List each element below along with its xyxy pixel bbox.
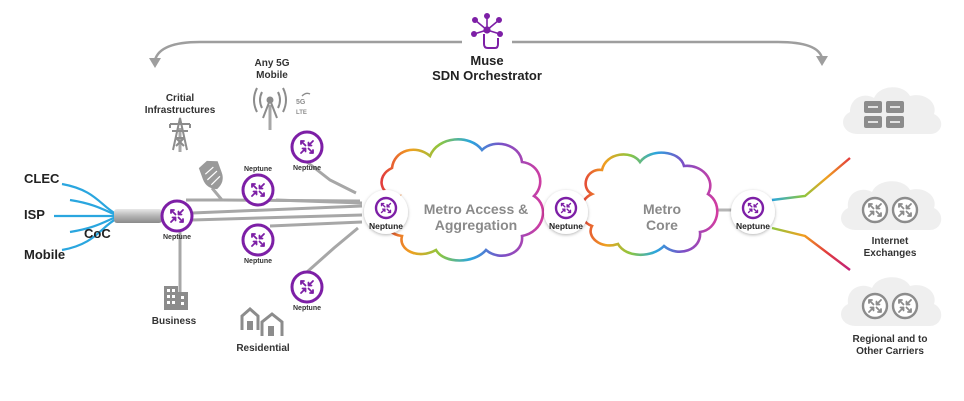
metro-access-line1: Metro Access &	[423, 201, 529, 217]
orchestrator-title: Muse SDN Orchestrator	[431, 53, 543, 84]
power-tower-icon	[169, 117, 191, 151]
server-icon	[864, 101, 904, 128]
neptune-router-node	[290, 130, 324, 164]
source-coc: CoC	[84, 226, 111, 241]
metro-access-label: Metro Access & Aggregation	[414, 201, 538, 233]
metro-core-line1: Metro	[642, 201, 682, 217]
orchestrator-subtitle: SDN Orchestrator	[432, 67, 542, 83]
fiber-conduit	[114, 209, 162, 223]
critical-infrastructure-label: Critial Infrastructures	[130, 93, 230, 116]
internet-exchanges-label: Internet Exchanges	[850, 236, 930, 259]
regional-carriers-label: Regional and to Other Carriers	[836, 334, 944, 357]
neptune-hub-aggregation	[544, 190, 588, 234]
orchestrator-arrow	[149, 40, 828, 68]
regional-carrier-cloud	[841, 277, 942, 326]
neptune-hub-label: Neptune	[549, 221, 583, 231]
egress-lines	[771, 157, 851, 271]
source-clec: CLEC	[24, 171, 60, 186]
neptune-label: Neptune	[244, 258, 272, 265]
neptune-router-node	[160, 199, 194, 233]
critical-label-line1: Critial	[165, 93, 195, 104]
neptune-hub-core	[731, 190, 775, 234]
neptune-router-node	[241, 223, 275, 257]
neptune-hub-label: Neptune	[369, 221, 403, 231]
office-building-icon	[164, 286, 188, 310]
neptune-label: Neptune	[293, 165, 321, 172]
neptune-router-node	[241, 173, 275, 207]
mobile-label-line1: Any 5G	[254, 58, 290, 69]
metro-core-cloud	[579, 151, 719, 257]
neptune-hub-access	[364, 190, 408, 234]
internet-line1: Internet	[871, 236, 909, 247]
metro-access-line2: Aggregation	[434, 217, 518, 234]
neptune-hub-label: Neptune	[736, 221, 770, 231]
neptune-label: Neptune	[244, 166, 272, 173]
fiber-lines	[54, 182, 117, 252]
network-badge-icon: 5G LTE	[296, 92, 311, 116]
metro-core-label: Metro Core	[626, 201, 698, 233]
critical-label-line2: Infrastructures	[144, 104, 216, 116]
access-lines	[178, 105, 363, 296]
muse-orchestrator-icon	[471, 13, 503, 49]
any-5g-mobile-label: Any 5G Mobile	[244, 58, 300, 81]
metro-core-line2: Core	[646, 217, 678, 234]
lte-badge: LTE	[296, 110, 307, 116]
shield-icon	[198, 160, 223, 190]
neptune-router-node	[290, 270, 324, 304]
source-mobile: Mobile	[24, 247, 66, 262]
source-isp: ISP	[24, 207, 45, 222]
orchestrator-name: Muse	[470, 53, 504, 68]
business-label: Business	[151, 316, 197, 327]
5g-badge: 5G	[296, 99, 306, 106]
data-center-cloud	[843, 87, 942, 134]
house-icon	[240, 307, 284, 336]
mobile-label-line2: Mobile	[256, 69, 288, 81]
internet-exchange-cloud	[841, 181, 942, 230]
regional-line2: Other Carriers	[856, 345, 924, 357]
regional-line1: Regional and to	[852, 334, 928, 345]
cell-tower-icon	[253, 87, 287, 119]
internet-line2: Exchanges	[863, 247, 917, 259]
residential-label: Residential	[236, 343, 290, 354]
neptune-label: Neptune	[293, 305, 321, 312]
neptune-label: Neptune	[163, 234, 191, 241]
metro-access-cloud	[380, 138, 545, 262]
